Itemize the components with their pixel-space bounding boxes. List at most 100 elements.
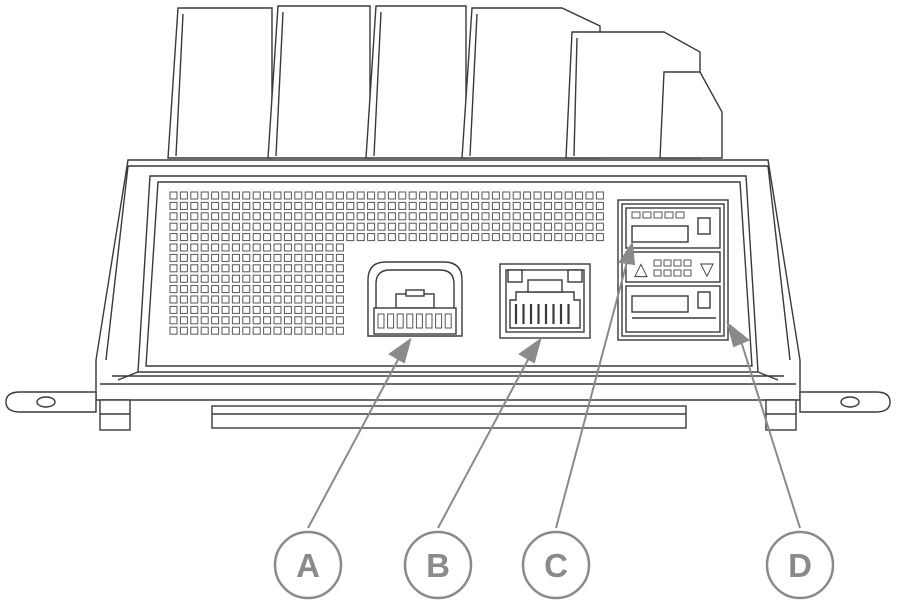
vent-hole xyxy=(564,201,573,210)
vent-hole xyxy=(564,191,573,200)
vent-hole xyxy=(673,269,682,277)
vent-hole xyxy=(221,243,230,252)
vent-hole xyxy=(242,264,251,273)
vent-hole xyxy=(408,201,417,210)
vent-hole xyxy=(325,212,334,221)
vent-hole xyxy=(252,316,261,325)
vent-hole xyxy=(252,253,261,262)
vent-hole xyxy=(252,233,261,242)
vent-hole xyxy=(179,295,188,304)
vent-hole xyxy=(398,201,407,210)
vent-hole xyxy=(325,222,334,231)
vent-hole xyxy=(481,191,490,200)
vent-hole xyxy=(263,295,272,304)
vent-hole xyxy=(491,201,500,210)
vent-hole xyxy=(325,274,334,283)
vent-hole xyxy=(263,253,272,262)
vent-hole xyxy=(179,326,188,335)
vent-hole xyxy=(325,191,334,200)
vent-hole xyxy=(377,212,386,221)
vent-hole xyxy=(263,274,272,283)
vent-hole xyxy=(273,316,282,325)
vent-hole xyxy=(543,201,552,210)
vent-hole xyxy=(450,201,459,210)
vent-hole xyxy=(315,274,324,283)
vent-hole xyxy=(575,191,584,200)
vent-hole xyxy=(169,326,178,335)
vent-hole xyxy=(294,295,303,304)
vent-hole xyxy=(346,191,355,200)
vent-hole xyxy=(231,326,240,335)
vent-hole xyxy=(179,274,188,283)
vent-hole xyxy=(367,222,376,231)
vent-hole xyxy=(294,316,303,325)
vent-hole xyxy=(200,274,209,283)
vent-hole xyxy=(190,243,199,252)
ventilation-grid xyxy=(169,191,604,335)
vent-hole xyxy=(231,212,240,221)
vent-hole xyxy=(439,222,448,231)
vent-hole xyxy=(335,212,344,221)
vent-hole xyxy=(408,233,417,242)
vent-hole xyxy=(425,313,433,329)
vent-hole xyxy=(533,201,542,210)
vent-hole xyxy=(242,233,251,242)
vent-hole xyxy=(304,212,313,221)
vent-hole xyxy=(585,233,594,242)
vent-hole xyxy=(200,243,209,252)
vent-hole xyxy=(242,201,251,210)
vent-hole xyxy=(523,191,532,200)
vent-hole xyxy=(263,222,272,231)
vent-hole xyxy=(231,305,240,314)
callout-label-c: C xyxy=(544,547,568,584)
vent-hole xyxy=(169,243,178,252)
callout-lines xyxy=(307,241,801,529)
vent-hole xyxy=(439,201,448,210)
vent-hole xyxy=(387,212,396,221)
vent-hole xyxy=(252,191,261,200)
vent-hole xyxy=(231,316,240,325)
vent-hole xyxy=(429,212,438,221)
vent-hole xyxy=(663,269,672,277)
vent-hole xyxy=(304,201,313,210)
vent-hole xyxy=(325,316,334,325)
vent-hole xyxy=(211,326,220,335)
vent-hole xyxy=(595,233,604,242)
vent-hole xyxy=(200,253,209,262)
vent-hole xyxy=(575,212,584,221)
vent-hole xyxy=(377,233,386,242)
vent-hole xyxy=(190,316,199,325)
vent-hole xyxy=(179,316,188,325)
vent-hole xyxy=(190,295,199,304)
vent-hole xyxy=(283,253,292,262)
vent-hole xyxy=(242,253,251,262)
vent-hole xyxy=(211,264,220,273)
vent-hole xyxy=(294,274,303,283)
vent-hole xyxy=(263,243,272,252)
vent-hole xyxy=(450,233,459,242)
vent-hole xyxy=(221,264,230,273)
vent-hole xyxy=(439,191,448,200)
vent-hole xyxy=(564,222,573,231)
vent-hole xyxy=(460,201,469,210)
vent-hole xyxy=(512,233,521,242)
vent-hole xyxy=(325,243,334,252)
mounting-flange-left xyxy=(5,391,131,431)
vent-hole xyxy=(252,264,261,273)
vent-hole xyxy=(554,233,563,242)
vent-hole xyxy=(273,274,282,283)
vent-hole xyxy=(273,233,282,242)
vent-hole xyxy=(211,305,220,314)
vent-hole xyxy=(429,222,438,231)
vent-hole xyxy=(190,264,199,273)
vent-hole xyxy=(460,222,469,231)
vent-hole xyxy=(231,243,240,252)
vent-hole xyxy=(190,212,199,221)
vent-hole xyxy=(211,201,220,210)
vent-hole xyxy=(335,274,344,283)
vent-hole xyxy=(179,201,188,210)
vent-hole xyxy=(283,191,292,200)
vent-hole xyxy=(450,191,459,200)
mounting-flange-right xyxy=(765,391,891,431)
vent-hole xyxy=(190,191,199,200)
